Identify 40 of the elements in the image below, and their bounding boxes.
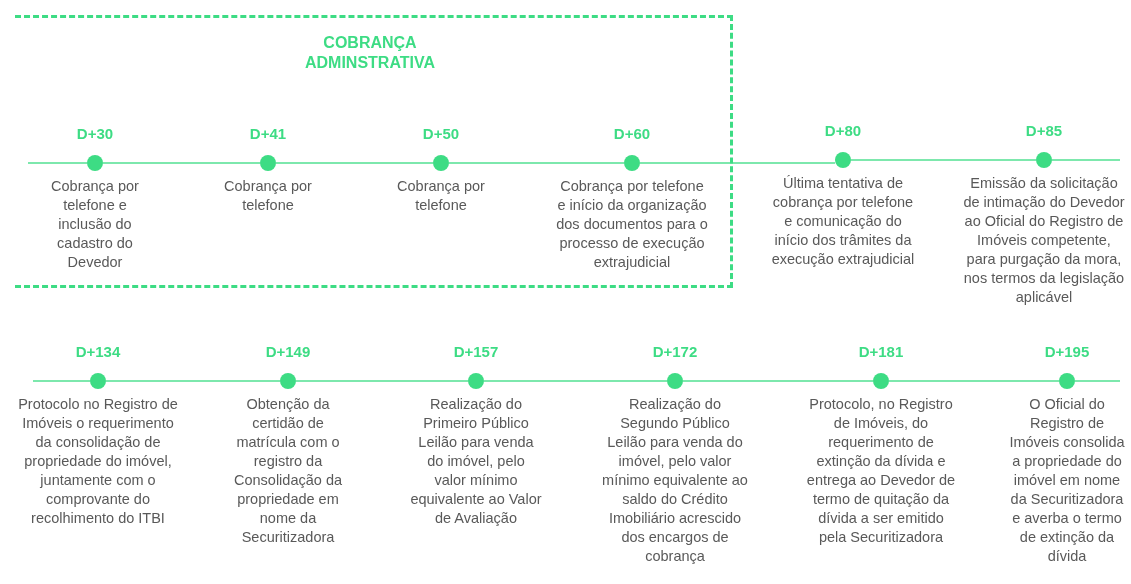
timeline-line — [483, 380, 668, 382]
timeline-line — [295, 380, 469, 382]
event-description: Última tentativa de cobrança por telefone e comunicação do início dos trâmites da execução extrajudicial — [770, 174, 916, 269]
timeline-line — [102, 162, 261, 164]
timeline-line — [105, 380, 281, 382]
timeline-line — [32, 380, 91, 382]
event-description: Protocolo no Registro de Imóveis o requerimento da consolidação de propriedade do imóvel, juntamente com o comprovante do recolhimento do ITBI — [17, 395, 179, 528]
date-label: D+149 — [264, 343, 312, 360]
date-label: D+41 — [248, 125, 288, 142]
event-description: O Oficial do Registro de Imóveis consolida a propriedade do imóvel em nome da Securitizadora e averba o termo de extinção da dívida — [1008, 395, 1126, 566]
timeline-line — [1051, 159, 1121, 161]
date-label: D+85 — [1024, 122, 1064, 139]
event-description: Realização do Segundo Público Leilão para venda do imóvel, pelo valor mínimo equivalente ao saldo do Crédito Imobiliário acrescido dos encargos de cobrança — [601, 395, 749, 566]
timeline-line — [1074, 380, 1121, 382]
dashed-group-frame — [15, 15, 733, 288]
timeline-line — [888, 380, 1060, 382]
event-description: Cobrança por telefone — [396, 177, 486, 215]
date-label: D+157 — [452, 343, 500, 360]
date-label: D+80 — [823, 122, 863, 139]
date-label: D+195 — [1043, 343, 1091, 360]
event-description: Cobrança por telefone e inclusão do cadastro do Devedor — [50, 177, 140, 272]
date-label: D+60 — [612, 125, 652, 142]
event-description: Obtenção da certidão de matrícula com o registro da Consolidação da propriedade em nome da Securitizadora — [233, 395, 343, 547]
timeline-line — [448, 162, 625, 164]
timeline-line — [27, 162, 88, 164]
date-label: D+134 — [74, 343, 122, 360]
date-label: D+30 — [75, 125, 115, 142]
date-label: D+172 — [651, 343, 699, 360]
timeline-line — [682, 380, 874, 382]
event-description: Realização do Primeiro Público Leilão para venda do imóvel, pelo valor mínimo equivalente ao Valor de Avaliação — [410, 395, 542, 528]
event-description: Cobrança por telefone — [223, 177, 313, 215]
event-description: Protocolo, no Registro de Imóveis, do requerimento de extinção da dívida e entrega ao Devedor de termo de quitação da dívida a ser emitido pela Securitizadora — [805, 395, 957, 547]
timeline-line — [850, 159, 1037, 161]
date-label: D+181 — [857, 343, 905, 360]
group-heading: COBRANÇA ADMINSTRATIVA — [303, 33, 437, 73]
event-description: Emissão da solicitação de intimação do Devedor ao Oficial do Registro de Imóveis competente, para purgação da mora, nos termos da legislação aplicável — [963, 174, 1125, 307]
timeline-line — [275, 162, 434, 164]
date-label: D+50 — [421, 125, 461, 142]
event-description: Cobrança por telefone e início da organização dos documentos para o processo de execução extrajudicial — [556, 177, 708, 272]
timeline-line — [639, 162, 836, 164]
